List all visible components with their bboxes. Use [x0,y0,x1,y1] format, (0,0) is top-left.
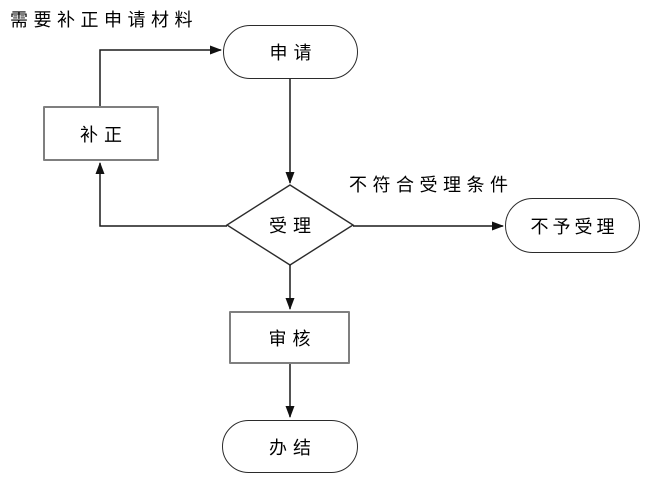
arrow-accept-to-supplement [95,162,227,227]
node-apply: 申请 [223,25,358,79]
node-review: 审核 [229,311,350,364]
node-complete: 办结 [222,420,358,473]
node-supplement: 补正 [43,106,159,161]
edge-label-reject-condition: 不符合受理条件 [349,175,514,196]
note-need-supplement-materials: 需要补正申请材料 [10,10,198,31]
node-accept: 受理 [269,216,317,237]
node-not-accepted: 不予受理 [505,198,640,253]
arrow-supplement-to-apply [99,45,222,106]
